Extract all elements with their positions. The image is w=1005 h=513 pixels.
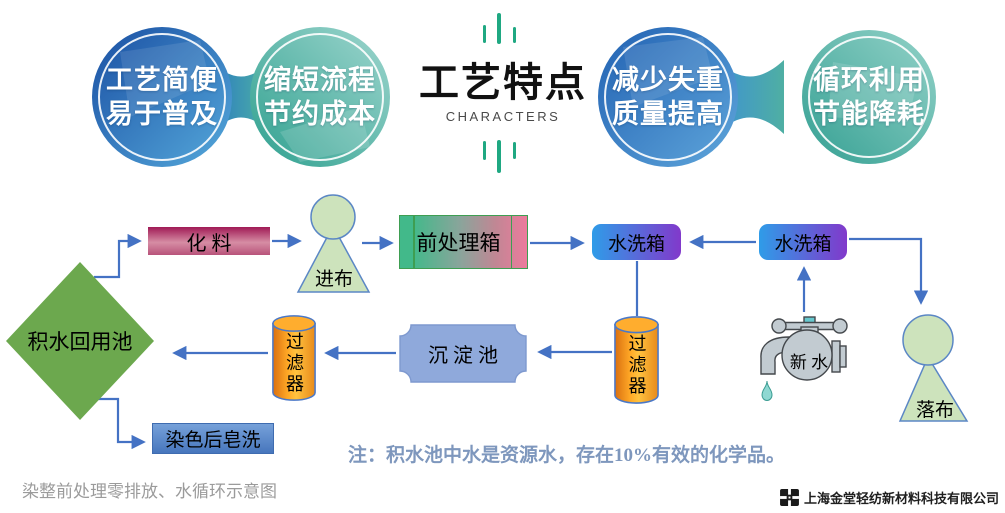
diagram-caption: 染整前处理零排放、水循环示意图 [22,482,277,501]
node-soap-wash-after-dyeing: 染色后皂洗 [152,423,274,454]
pretreatment-divider [510,216,512,268]
node-pretreatment-box: 前处理箱 [399,215,528,269]
cylinder-icon [614,316,659,404]
title-dash-icon [513,27,516,43]
node-fabric-in: 进布 [293,192,375,294]
node-fabric-out: 落布 [895,313,975,425]
node-wash-box-2: 水洗箱 [759,224,847,260]
badge-line: 节能降耗 [813,99,925,129]
badge-recycling: 循环利用 节能降耗 [804,63,934,131]
node-label: 落布 [915,400,954,421]
feature-dumbbell-left [92,27,390,167]
node-new-water: 新 水 [753,313,855,405]
badge-line: 减少失重 [612,65,724,95]
node-filter-2: 过滤器 [613,314,660,406]
title-dash-icon [513,142,516,159]
badge-line: 易于普及 [106,99,218,129]
node-label: 过滤器 [284,331,304,395]
title-dash-icon [483,141,486,160]
plaque-shape-icon [399,324,527,383]
badge-reduce-weight-loss: 减少失重 质量提高 [603,63,733,131]
badge-line: 缩短流程 [264,65,376,95]
node-filter-1: 过滤器 [271,312,317,404]
title-dash-icon [483,25,486,43]
badge-line: 工艺简便 [106,65,218,95]
badge-line: 循环利用 [813,65,925,95]
page-title: 工艺特点 [419,61,587,105]
badge-shorten-process: 缩短流程 节约成本 [255,63,385,131]
node-label: 化 料 [186,232,232,255]
droplet-icon [761,380,773,401]
node-label: 水洗箱 [607,233,665,255]
node-label: 进布 [314,269,353,290]
company-signature: 上海金堂轻纺新材料科技有限公司 [780,488,999,507]
title-dash-icon [497,140,501,173]
page-title-block: 工艺特点 CHARACTERS [398,60,608,124]
faucet-icon [760,316,848,401]
node-wash-box-1: 水洗箱 [592,224,681,260]
note-text: 注：积水池中水是资源水，存在10%有效的化学品。 [348,445,786,466]
node-label: 过滤器 [626,333,647,397]
node-label: 前处理箱 [416,231,501,255]
node-sedimentation-pool: 沉 淀 池 [399,324,527,383]
node-chemical: 化 料 [148,227,270,255]
cylinder-icon [272,315,316,401]
badge-simple-process: 工艺简便 易于普及 [97,63,227,131]
title-dash-icon [497,13,501,44]
badge-line: 质量提高 [612,99,724,129]
node-label: 沉 淀 池 [428,345,498,367]
node-label: 积水回用池 [27,330,133,354]
pretreatment-divider [413,216,415,268]
badge-line: 节约成本 [264,99,376,129]
node-label: 新 水 [789,353,829,372]
company-name: 上海金堂轻纺新材料科技有限公司 [804,491,1000,506]
node-label: 水洗箱 [774,233,832,255]
company-logo-icon [780,489,799,506]
fabric-out-shape-icon [898,314,969,422]
feature-dumbbell-right [598,27,936,167]
node-label: 染色后皂洗 [165,430,261,451]
page-subtitle: CHARACTERS [445,109,561,124]
fabric-in-shape-icon [296,194,371,293]
